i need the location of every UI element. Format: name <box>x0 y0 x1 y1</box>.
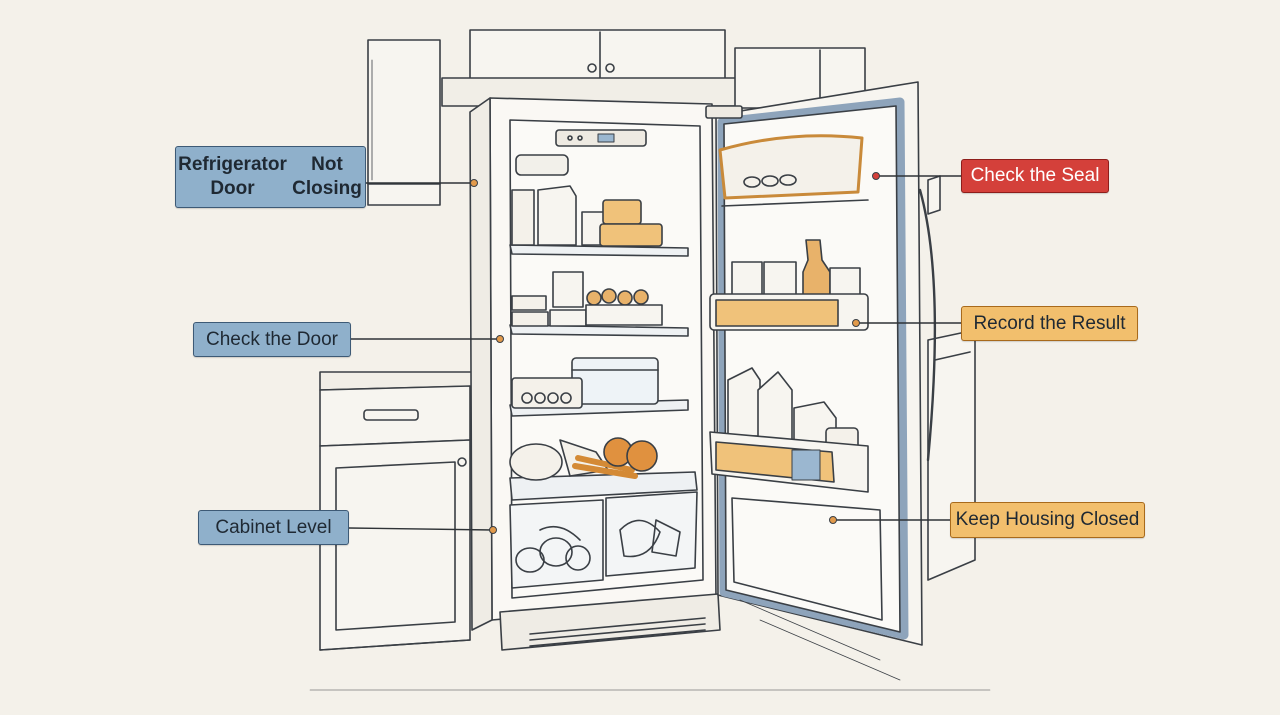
title-line-2: Not Closing <box>292 154 362 199</box>
fourth-shelf-items <box>509 437 658 481</box>
floor <box>309 599 991 691</box>
title-line-1: Refrigerator Door <box>178 154 287 199</box>
third-shelf-items <box>511 357 659 409</box>
cabinet-level-label: Cabinet Level <box>198 510 349 545</box>
anchor-dots <box>470 172 880 534</box>
upper-cabinets <box>441 29 866 109</box>
bottom-grille <box>499 593 721 651</box>
crisper-drawers <box>509 491 698 589</box>
left-lower-cabinet <box>319 371 479 651</box>
second-shelf-items <box>511 271 663 327</box>
check-door-label: Check the Door <box>193 322 351 357</box>
left-wall-cabinet <box>367 39 441 206</box>
record-result-label: Record the Result <box>961 306 1138 341</box>
keep-housing-label: Keep Housing Closed <box>950 502 1145 538</box>
check-seal-label: Check the Seal <box>961 159 1109 193</box>
title-label: Refrigerator Door Not Closing <box>175 146 366 208</box>
open-door <box>705 81 937 646</box>
top-shelf-items <box>511 185 663 247</box>
leader-lines <box>348 175 962 531</box>
